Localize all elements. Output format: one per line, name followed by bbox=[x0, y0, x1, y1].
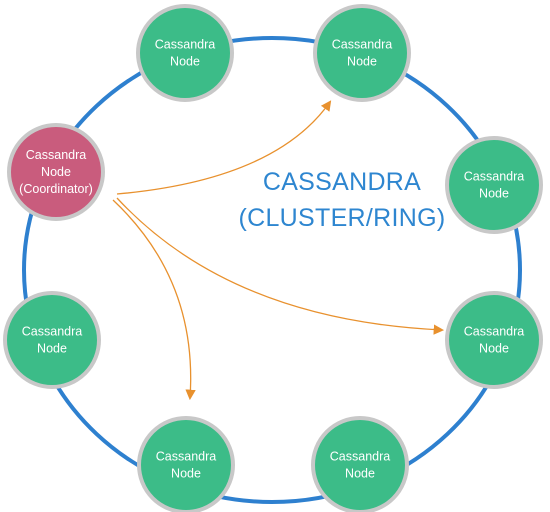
node-label: Cassandra bbox=[464, 325, 524, 339]
node-label: Cassandra bbox=[22, 325, 82, 339]
node-circle bbox=[313, 4, 411, 102]
node-circle bbox=[445, 291, 543, 389]
node-label: Node bbox=[479, 187, 509, 201]
node-label: Node bbox=[479, 342, 509, 356]
arrow-coordinator-to-right-lower bbox=[116, 197, 445, 335]
node-label: Cassandra bbox=[330, 450, 390, 464]
node-label: Node bbox=[171, 467, 201, 481]
node-circle bbox=[311, 416, 409, 512]
node-label: Cassandra bbox=[155, 38, 215, 52]
node-label: Cassandra bbox=[464, 170, 524, 184]
node-circle bbox=[3, 291, 101, 389]
node-circle bbox=[445, 136, 543, 234]
node-label: Cassandra bbox=[332, 38, 392, 52]
node-label: Cassandra bbox=[156, 450, 216, 464]
node-label: Node bbox=[41, 165, 71, 179]
node-label: (Coordinator) bbox=[19, 182, 93, 196]
node-circle bbox=[137, 416, 235, 512]
node-label: Cassandra bbox=[26, 148, 86, 162]
node-label: Node bbox=[347, 55, 377, 69]
diagram-title-line2: (CLUSTER/RING) bbox=[239, 204, 446, 232]
node-label: Node bbox=[345, 467, 375, 481]
cluster-ring bbox=[22, 36, 522, 504]
arrow-coordinator-to-bottom-left bbox=[112, 199, 196, 401]
node-circle bbox=[136, 4, 234, 102]
node-label: Node bbox=[37, 342, 67, 356]
node-circle bbox=[7, 123, 105, 221]
node-label: Node bbox=[170, 55, 200, 69]
arrow-coordinator-to-top-right bbox=[116, 100, 332, 195]
diagram-title-line1: CASSANDRA bbox=[263, 168, 421, 196]
